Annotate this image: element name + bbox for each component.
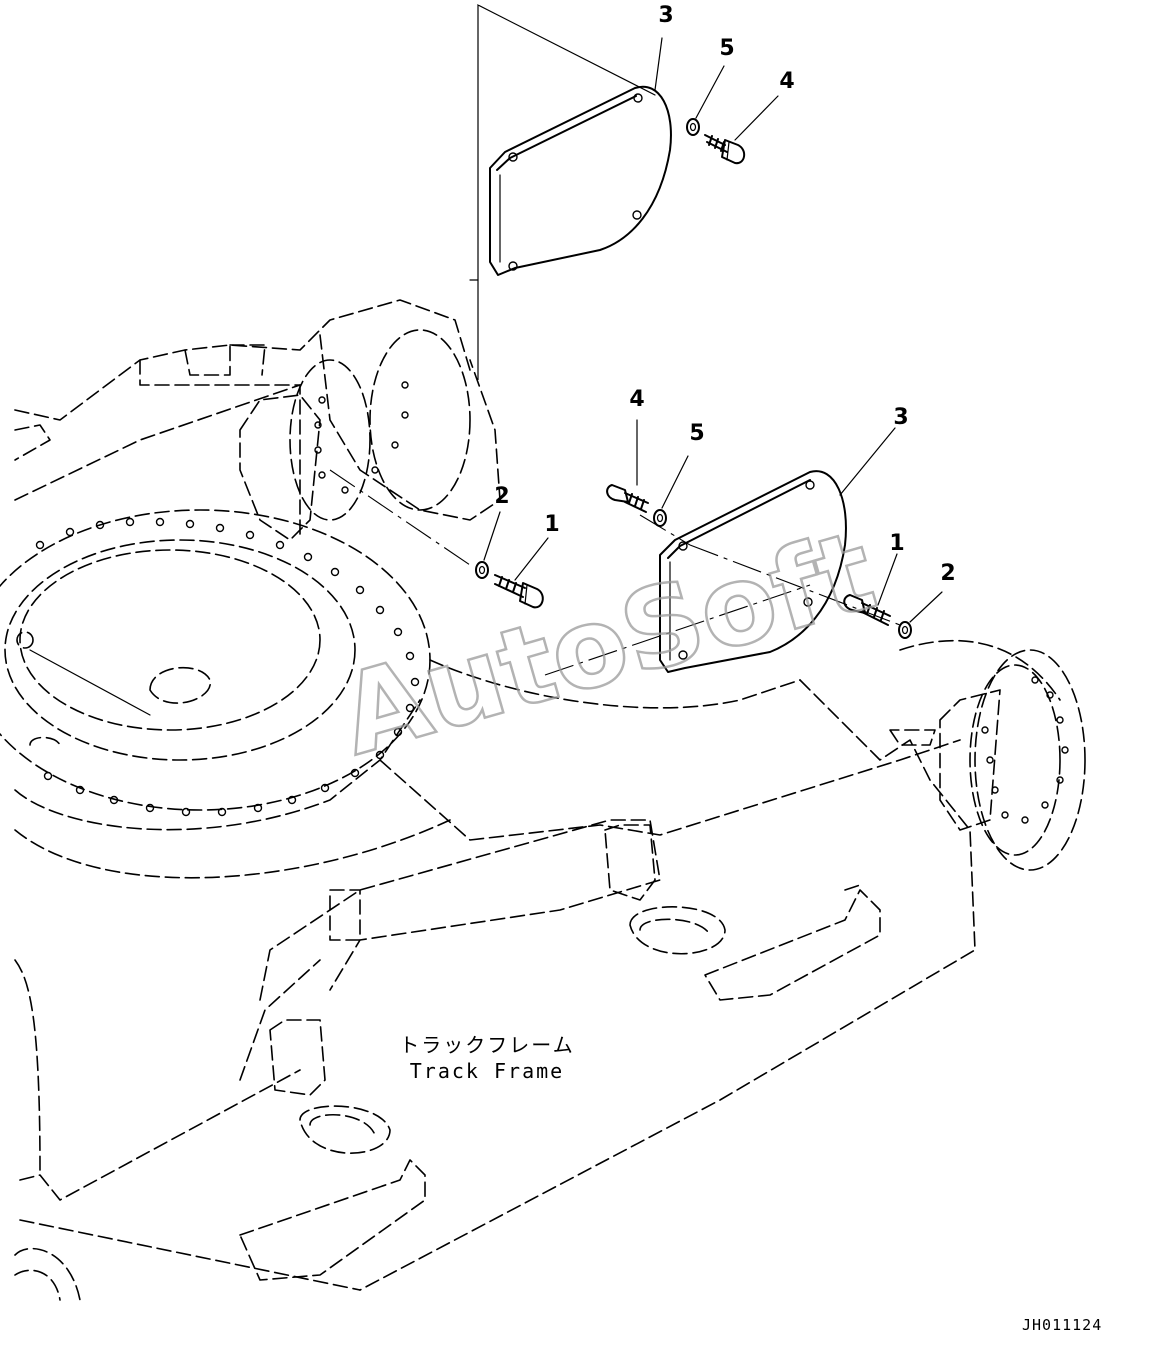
right-lower-washer — [898, 621, 912, 639]
callout-top-bolt: 4 — [779, 69, 794, 94]
flange-bolt-holes — [35, 381, 1069, 824]
upper-bolt — [704, 134, 746, 165]
right-cover-plate — [659, 470, 847, 673]
callout-right-cover: 3 — [893, 405, 908, 430]
leader-lines — [483, 37, 943, 623]
right-upper-bolt — [606, 484, 649, 513]
callout-left-washer: 2 — [494, 484, 509, 509]
track-frame-label-jp: トラックフレーム — [399, 1033, 574, 1057]
track-frame-outline — [0, 299, 1086, 1301]
callout-right-bolt-upper: 4 — [629, 387, 644, 412]
left-washer — [475, 561, 489, 579]
track-frame-label-en: Track Frame — [410, 1059, 564, 1083]
callout-right-bolt-lower: 1 — [889, 531, 904, 556]
right-lower-bolt — [843, 594, 891, 626]
callout-right-washer-upper: 5 — [689, 421, 704, 446]
callout-left-bolt: 1 — [544, 512, 559, 537]
callout-top-cover: 3 — [658, 3, 673, 28]
callout-right-washer-lower: 2 — [940, 561, 955, 586]
drawing-code: JH011124 — [1022, 1316, 1102, 1334]
upper-cover-plate — [489, 85, 672, 276]
callout-top-washer: 5 — [719, 36, 734, 61]
right-upper-washer — [653, 509, 667, 527]
left-bolt — [494, 574, 544, 609]
callout-numbers: 3 5 4 2 1 4 5 3 1 2 — [494, 3, 955, 586]
watermark: AutoSoft — [327, 506, 888, 780]
upper-washer — [686, 118, 700, 136]
